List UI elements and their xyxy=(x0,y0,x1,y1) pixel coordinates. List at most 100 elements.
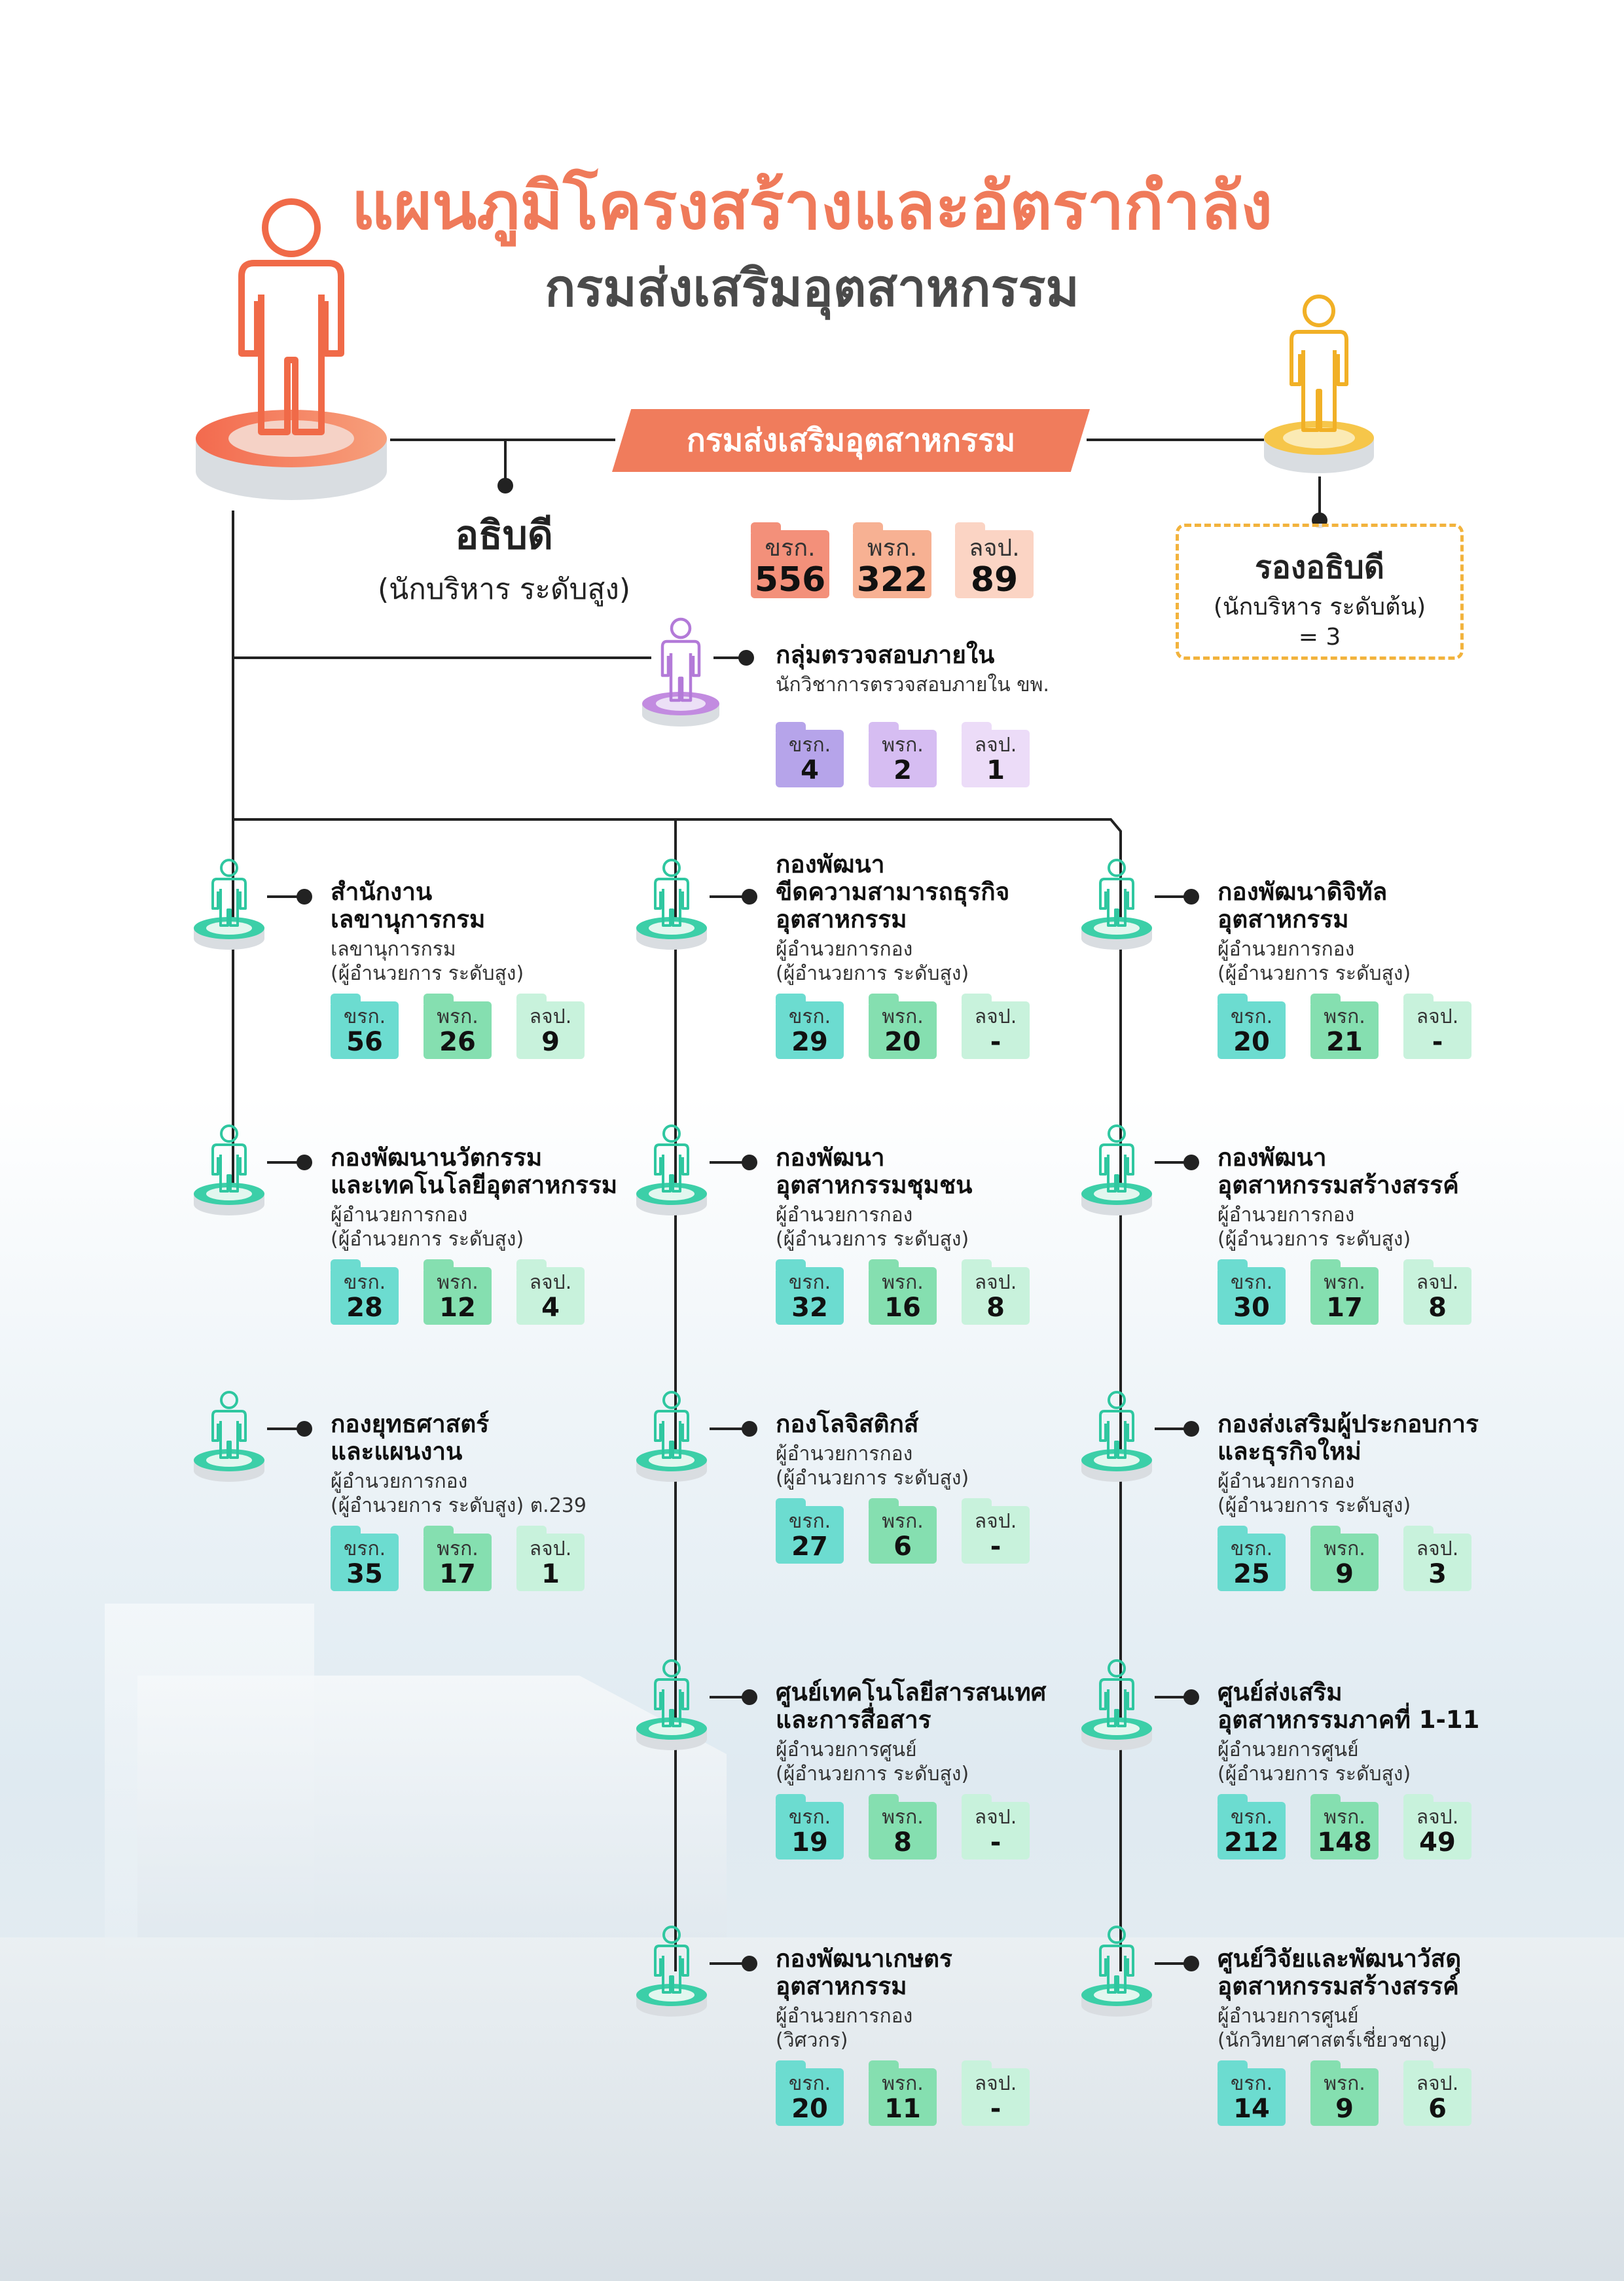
stat-value: 27 xyxy=(791,1532,828,1562)
stat-value: 30 xyxy=(1233,1293,1270,1323)
stat-label: ลจป. xyxy=(974,2072,1017,2095)
stat-label: ขรก. xyxy=(788,1005,831,1028)
unit-name: และธุรกิจใหม่ xyxy=(1218,1437,1362,1465)
stat-value: 6 xyxy=(893,1532,912,1562)
unit-stats: ขรก.56 พรก.26 ลจป.9 xyxy=(331,994,585,1059)
unit-role-line: (ผู้อำนวยการ ระดับสูง) xyxy=(776,962,969,985)
stat-label: ขรก. xyxy=(1230,1806,1273,1829)
org-unit: กองพัฒนาอุตสาหกรรมชุมชนผู้อำนวยการกอง(ผู… xyxy=(776,1144,1030,1325)
connector-dot xyxy=(497,478,513,494)
chart-subtitle: กรมส่งเสริมอุตสาหกรรม xyxy=(545,259,1079,318)
stat-value: 212 xyxy=(1224,1827,1279,1858)
stat-label: ลจป. xyxy=(974,1271,1017,1294)
person-gold-icon xyxy=(1264,295,1374,473)
stat-government-employee: พรก.148 xyxy=(1310,1794,1379,1859)
unit-name: กองพัฒนานวัตกรรม xyxy=(331,1143,543,1172)
stat-value: 26 xyxy=(439,1027,476,1057)
stat-label: พรก. xyxy=(437,1271,478,1294)
stat-government-employee: พรก.2 xyxy=(869,722,937,787)
stat-label: พรก. xyxy=(1324,1537,1365,1560)
org-unit: กองพัฒนาเกษตรอุตสาหกรรมผู้อำนวยการกอง(วิ… xyxy=(776,1945,1030,2126)
stat-permanent-employee: ลจป.8 xyxy=(962,1259,1030,1325)
person-green-icon xyxy=(636,1124,707,1215)
stat-government-employee: พรก.17 xyxy=(424,1526,492,1591)
director-title: อธิบดี xyxy=(455,512,553,558)
stat-value: 8 xyxy=(1428,1293,1447,1323)
stat-value: 6 xyxy=(1428,2094,1447,2124)
unit-role-line: ผู้อำนวยการกอง xyxy=(776,1443,913,1465)
unit-role-line: ผู้อำนวยการกอง xyxy=(1218,1470,1355,1493)
unit-role: ผู้อำนวยการกอง(ผู้อำนวยการ ระดับสูง) ต.2… xyxy=(331,1469,586,1518)
unit-name: อุตสาหกรรม xyxy=(776,1972,907,2000)
unit-stats: ขรก.4 พรก.2 ลจป.1 xyxy=(776,722,1049,787)
deputy-count: = 3 xyxy=(1298,624,1341,651)
person-purple-icon xyxy=(642,617,719,727)
stat-label: พรก. xyxy=(437,1005,478,1028)
stat-value: 4 xyxy=(541,1293,560,1323)
stat-value: - xyxy=(990,1827,1001,1858)
deputy-box: รองอธิบดี (นักบริหาร ระดับต้น) = 3 xyxy=(1176,524,1464,660)
org-unit: ศูนย์วิจัยและพัฒนาวัสดุอุตสาหกรรมสร้างสร… xyxy=(1218,1945,1471,2126)
unit-name: กองพัฒนา xyxy=(776,850,885,878)
unit-name: และแผนงาน xyxy=(331,1437,463,1465)
connector-dot xyxy=(742,1155,757,1170)
connector-dot xyxy=(1183,889,1199,905)
stat-civil-servant: ขรก.19 xyxy=(776,1794,844,1859)
unit-stats: ขรก.212 พรก.148 ลจป.49 xyxy=(1218,1794,1479,1859)
stat-value: 16 xyxy=(884,1293,921,1323)
stat-government-employee: พรก.6 xyxy=(869,1498,937,1564)
unit-name: ขีดความสามารถธุรกิจ xyxy=(776,878,1010,906)
stat-label: ลจป. xyxy=(529,1005,572,1028)
unit-role-line: ผู้อำนวยการกอง xyxy=(331,1204,468,1227)
unit-name: อุตสาหกรรมสร้างสรรค์ xyxy=(1218,1972,1459,2000)
stat-value: 49 xyxy=(1419,1827,1456,1858)
stat-label: พรก. xyxy=(1324,2072,1365,2095)
stat-value: 17 xyxy=(1326,1293,1363,1323)
stat-permanent-employee: ลจป.89 xyxy=(955,522,1034,598)
unit-name: อุตสาหกรรมชุมชน xyxy=(776,1171,973,1199)
stat-value: 8 xyxy=(893,1827,912,1858)
stat-permanent-employee: ลจป.- xyxy=(962,1794,1030,1859)
stat-permanent-employee: ลจป.9 xyxy=(516,994,585,1059)
stat-permanent-employee: ลจป.6 xyxy=(1403,2060,1471,2126)
stat-government-employee: พรก.8 xyxy=(869,1794,937,1859)
stat-value: 28 xyxy=(346,1293,383,1323)
stat-value: 9 xyxy=(1335,2094,1354,2124)
connector-dot xyxy=(1183,1155,1199,1170)
stat-value: 20 xyxy=(1233,1027,1270,1057)
unit-name: กองพัฒนา xyxy=(776,1143,885,1172)
unit-stats: ขรก.19 พรก.8 ลจป.- xyxy=(776,1794,1046,1859)
connector-dot xyxy=(1183,1421,1199,1437)
unit-role-line: (ผู้อำนวยการ ระดับสูง) xyxy=(1218,1763,1411,1786)
unit-name: อุตสาหกรรม xyxy=(1218,905,1349,933)
stat-permanent-employee: ลจป.49 xyxy=(1403,1794,1471,1859)
stat-permanent-employee: ลจป.- xyxy=(1403,994,1471,1059)
stat-value: 56 xyxy=(346,1027,383,1057)
unit-name: กองพัฒนา xyxy=(1218,1143,1327,1172)
stat-civil-servant: ขรก.30 xyxy=(1218,1259,1286,1325)
stat-permanent-employee: ลจป.- xyxy=(962,1498,1030,1564)
stat-permanent-employee: ลจป.- xyxy=(962,2060,1030,2126)
org-unit: กองพัฒนาอุตสาหกรรมสร้างสรรค์ผู้อำนวยการก… xyxy=(1218,1144,1471,1325)
stat-value: 148 xyxy=(1317,1827,1372,1858)
unit-name: และเทคโนโลยีอุตสาหกรรม xyxy=(331,1171,618,1199)
stat-civil-servant: ขรก.32 xyxy=(776,1259,844,1325)
unit-name: กองส่งเสริมผู้ประกอบการ xyxy=(1218,1410,1479,1438)
unit-role-line: (ผู้อำนวยการ ระดับสูง) xyxy=(776,1228,969,1251)
person-green-icon xyxy=(1081,1391,1152,1482)
connector-dot xyxy=(1183,1689,1199,1705)
unit-name: อุตสาหกรรมภาคที่ 1-11 xyxy=(1218,1706,1480,1734)
stat-civil-servant: ขรก.28 xyxy=(331,1259,399,1325)
stat-value: - xyxy=(990,1532,1001,1562)
stat-label: ขรก. xyxy=(1230,2072,1273,2095)
unit-role-line: (ผู้อำนวยการ ระดับสูง) xyxy=(776,1467,969,1490)
stat-label: ขรก. xyxy=(343,1005,386,1028)
stat-label: ขรก. xyxy=(788,1271,831,1294)
connector-dot xyxy=(742,889,757,905)
unit-role-line: (นักวิทยาศาสตร์เชี่ยวชาญ) xyxy=(1218,2029,1447,2052)
